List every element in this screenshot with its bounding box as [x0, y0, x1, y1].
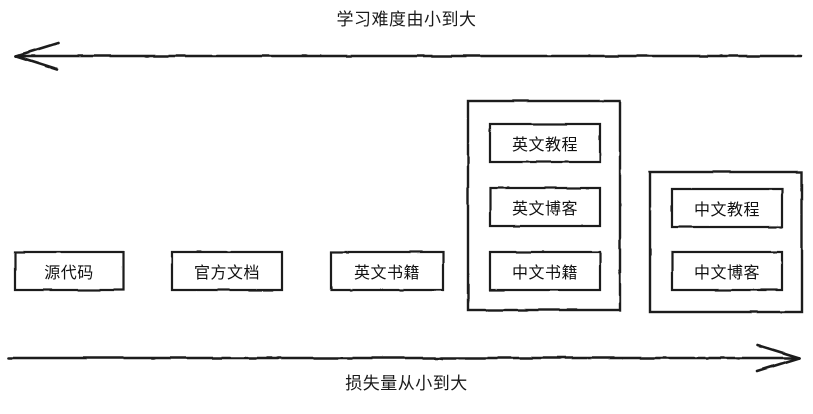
node-outline-english-blogs: [488, 186, 602, 228]
loss-axis-label: 损失量从小到大: [345, 374, 468, 394]
node-chinese-blogs[interactable]: 中文博客: [693, 263, 760, 282]
node-chinese-books[interactable]: 中文书籍: [511, 263, 578, 282]
node-outline-source-code: [13, 250, 125, 292]
node-outline-english-tutorials: [488, 122, 602, 164]
node-outline-official-docs: [170, 250, 284, 292]
node-outline-chinese-books: [488, 250, 602, 292]
node-english-tutorials[interactable]: 英文教程: [511, 135, 578, 154]
node-english-blogs[interactable]: 英文博客: [511, 199, 578, 218]
node-outline-chinese-blogs: [670, 250, 784, 292]
node-source-code[interactable]: 源代码: [44, 263, 94, 282]
node-outline-chinese-tutorials: [670, 187, 784, 229]
node-outline-english-books: [329, 250, 445, 292]
loss-axis-arrow: [7, 343, 801, 373]
difficulty-axis-label: 学习难度由小到大: [336, 10, 477, 30]
node-official-docs[interactable]: 官方文档: [193, 263, 260, 282]
difficulty-axis-arrow: [14, 41, 803, 71]
node-english-books[interactable]: 英文书籍: [353, 263, 420, 282]
node-chinese-tutorials[interactable]: 中文教程: [693, 200, 760, 219]
